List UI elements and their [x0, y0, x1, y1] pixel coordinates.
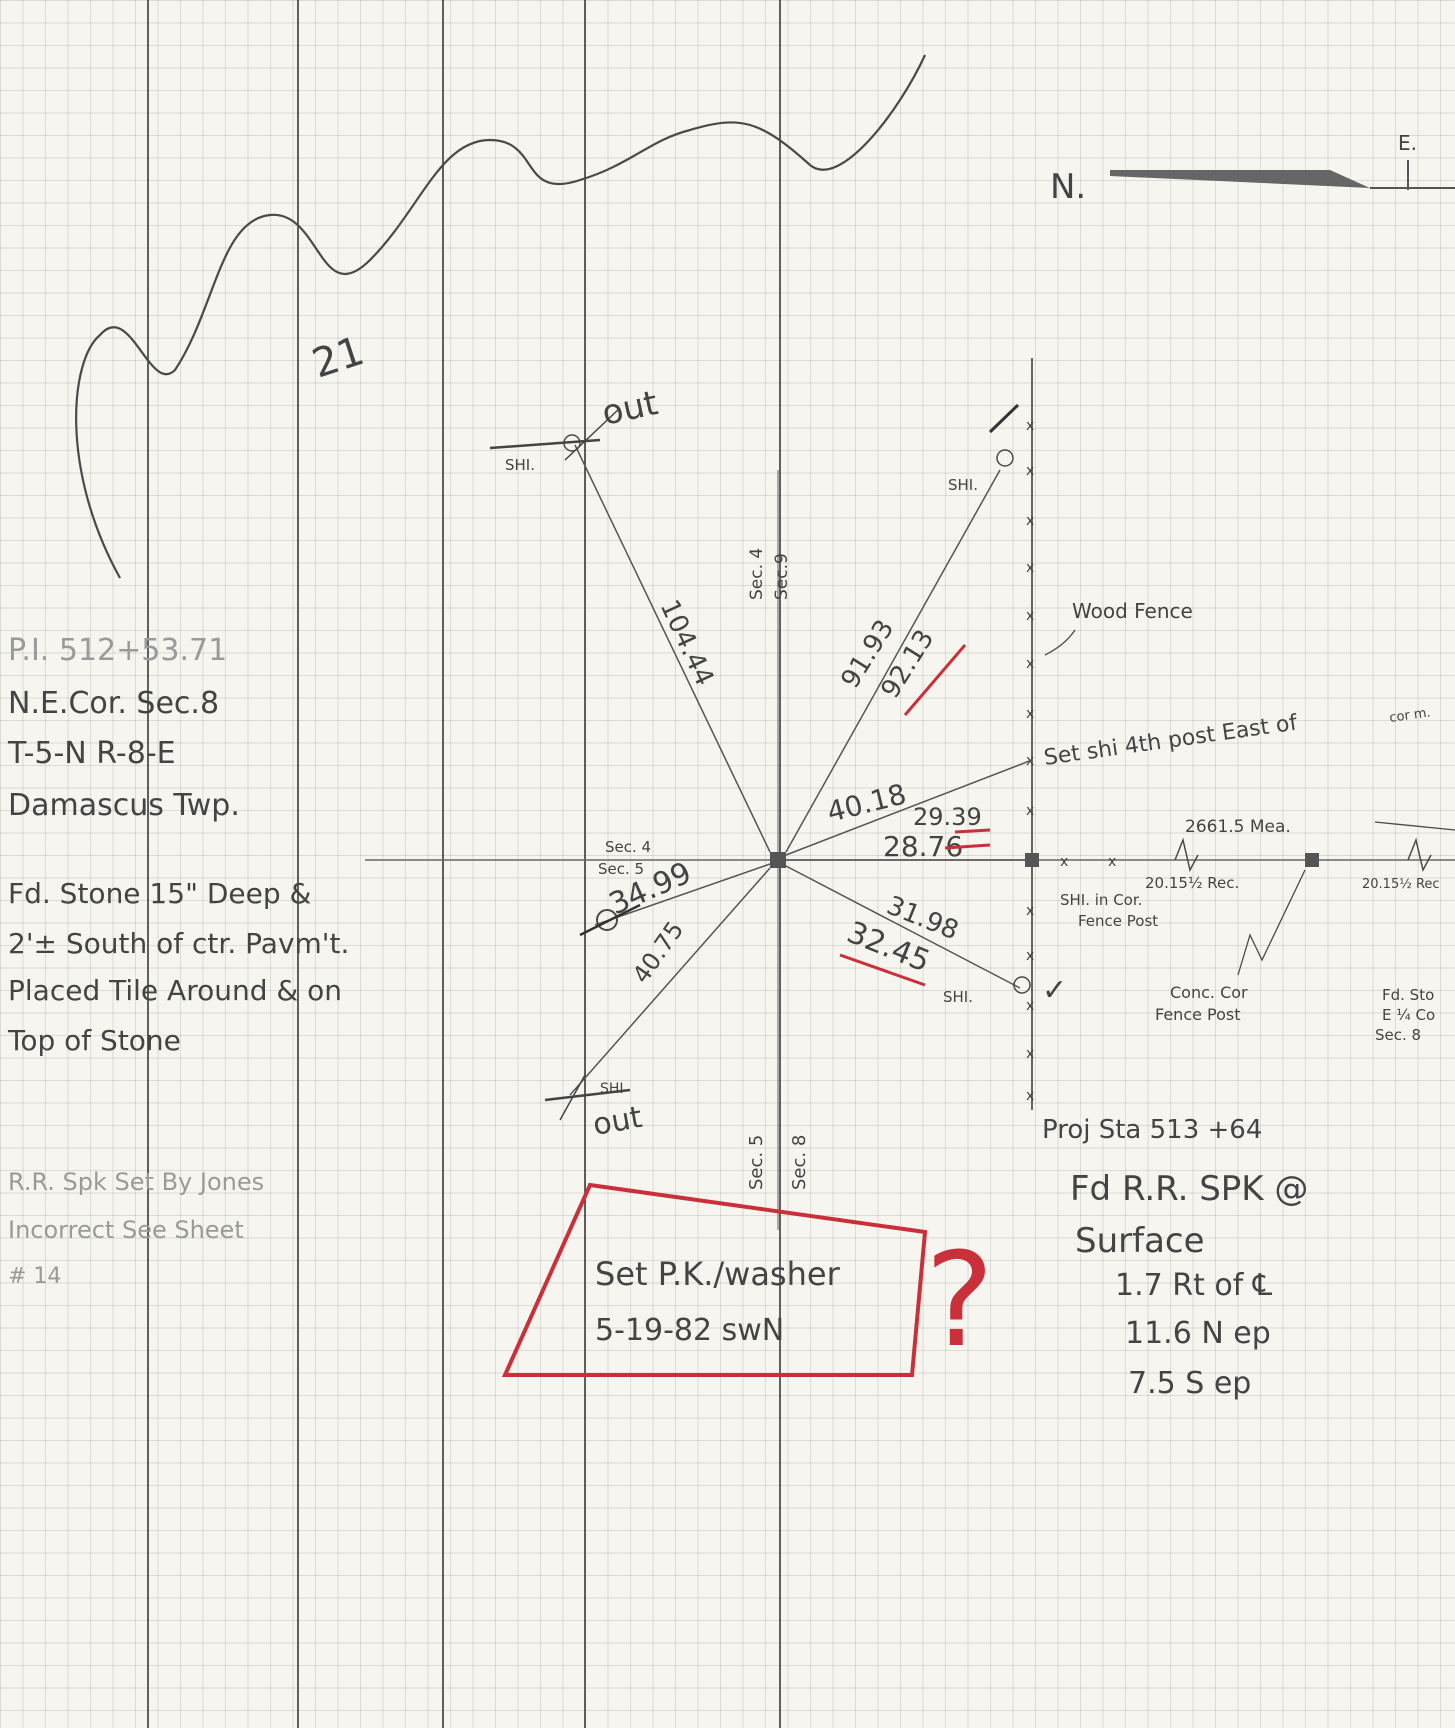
- sec-8-south: Sec. 8: [789, 1135, 810, 1190]
- rr-spike-note: Fd R.R. SPK @ Surface 1.7 Rt of ℄ 11.6 N…: [1070, 1169, 1308, 1401]
- out-bottom: out: [590, 1100, 645, 1143]
- sec-5-west: Sec. 5: [598, 860, 644, 878]
- township-range: T-5-N R-8-E: [7, 736, 176, 771]
- svg-text:x: x: [1026, 418, 1034, 434]
- township-name: Damascus Twp.: [8, 788, 240, 823]
- shi-southwest: SHI: [600, 1081, 624, 1097]
- rr-spike-1: Fd R.R. SPK @: [1070, 1169, 1308, 1209]
- conc-cor-1: Conc. Cor: [1170, 983, 1248, 1002]
- stone-note-3: Placed Tile Around & on: [8, 974, 342, 1007]
- fd-stone-3: Sec. 8: [1375, 1026, 1421, 1044]
- svg-text:x: x: [1108, 854, 1116, 870]
- svg-text:x: x: [1026, 903, 1034, 919]
- stone-note-2: 2'± South of ctr. Pavm't.: [8, 927, 349, 960]
- svg-text:x: x: [1026, 608, 1034, 624]
- north-label: N.: [1050, 167, 1086, 207]
- rr-note-3: # 14: [8, 1264, 61, 1289]
- pk-note-1: Set P.K./washer: [595, 1255, 841, 1293]
- svg-text:x: x: [1026, 998, 1034, 1014]
- svg-text:x: x: [1026, 560, 1034, 576]
- arrow-icon: [1110, 170, 1370, 188]
- center-monument: [770, 852, 786, 868]
- rr-spike-2: Surface: [1075, 1221, 1205, 1261]
- break-icon: [1174, 837, 1199, 873]
- tie-southwest: SHI out: [544, 1074, 645, 1143]
- ne-corner: N.E.Cor. Sec.8: [8, 686, 219, 721]
- rr-spike-3: 1.7 Rt of ℄: [1115, 1268, 1272, 1303]
- fence-notes: Wood Fence Set shi 4th post East of cor …: [1025, 599, 1455, 1145]
- sec-4-west: Sec. 4: [605, 838, 651, 856]
- svg-text:x: x: [1026, 948, 1034, 964]
- out-top: out: [599, 383, 662, 434]
- sec-9: Sec.9: [772, 553, 792, 600]
- tie-northeast: SHI. 91.93 92.13: [835, 403, 1020, 716]
- question-mark-icon: ?: [925, 1224, 994, 1376]
- east-label: E.: [1398, 131, 1417, 155]
- conc-cor-2: Fence Post: [1155, 1005, 1241, 1024]
- stone-note-4: Top of Stone: [7, 1024, 181, 1057]
- rr-note-1: R.R. Spk Set By Jones: [8, 1168, 264, 1196]
- svg-text:x: x: [1026, 513, 1034, 529]
- shi-northeast: SHI.: [948, 476, 978, 494]
- section-number: 21: [307, 328, 370, 387]
- pi-station: P.I. 512+53.71: [8, 633, 227, 668]
- shi-corner-2: Fence Post: [1078, 912, 1158, 930]
- measured-distance: 2661.5 Mea.: [1185, 817, 1291, 837]
- tie-southeast: SHI. ✓ 31.98 32.45: [839, 891, 1067, 1008]
- check-mark-icon: ✓: [1042, 973, 1067, 1008]
- wood-fence-label: Wood Fence: [1072, 599, 1193, 623]
- set-shi-note: Set shi 4th post East of: [1042, 710, 1300, 770]
- svg-text:x: x: [1026, 706, 1034, 722]
- svg-text:x: x: [1026, 1088, 1034, 1104]
- svg-text:x: x: [1026, 803, 1034, 819]
- sec-5-south: Sec. 5: [746, 1135, 767, 1190]
- east-quarter-stone: [1305, 853, 1319, 867]
- fd-stone-2: E ¼ Co: [1382, 1006, 1435, 1024]
- pk-note-2: 5-19-82 swN: [595, 1313, 784, 1348]
- svg-text:x: x: [1026, 1046, 1034, 1062]
- fence-distance: 40.18: [824, 777, 910, 828]
- north-arrow: N. E.: [1050, 131, 1455, 207]
- wavy-line: [75, 54, 927, 579]
- svg-text:x: x: [1026, 656, 1034, 672]
- record-2: 20.15½ Rec: [1362, 877, 1440, 892]
- fd-stone-1: Fd. Sto: [1382, 986, 1434, 1004]
- corner-fence-post: [1025, 853, 1039, 867]
- shi-northwest: SHI.: [505, 456, 535, 474]
- sec-4-top: Sec. 4: [747, 548, 767, 600]
- stone-note-1: Fd. Stone 15" Deep &: [8, 877, 311, 910]
- record-1: 20.15½ Rec.: [1145, 874, 1239, 892]
- east-distance-1: 29.39: [913, 803, 982, 831]
- svg-text:x: x: [1060, 854, 1068, 870]
- shi-corner-1: SHI. in Cor.: [1060, 891, 1142, 909]
- rr-spike-4: 11.6 N ep: [1125, 1316, 1271, 1351]
- nw-distance: 104.44: [654, 595, 720, 690]
- tie-lines: [569, 444, 1033, 1096]
- red-pk-box: Set P.K./washer 5-19-82 swN ?: [501, 1182, 994, 1377]
- shi-southeast: SHI.: [943, 988, 973, 1006]
- tie-northwest: SHI. out 104.44: [489, 383, 720, 690]
- rr-note-2: Incorrect See Sheet: [8, 1216, 244, 1244]
- sw-distance: 40.75: [627, 916, 689, 988]
- left-notes: P.I. 512+53.71 N.E.Cor. Sec.8 T-5-N R-8-…: [7, 633, 349, 1289]
- set-shi-note-cont: cor m.: [1388, 705, 1431, 726]
- svg-text:x: x: [1026, 463, 1034, 479]
- proj-station: Proj Sta 513 +64: [1042, 1115, 1262, 1145]
- rr-spike-5: 7.5 S ep: [1128, 1366, 1251, 1401]
